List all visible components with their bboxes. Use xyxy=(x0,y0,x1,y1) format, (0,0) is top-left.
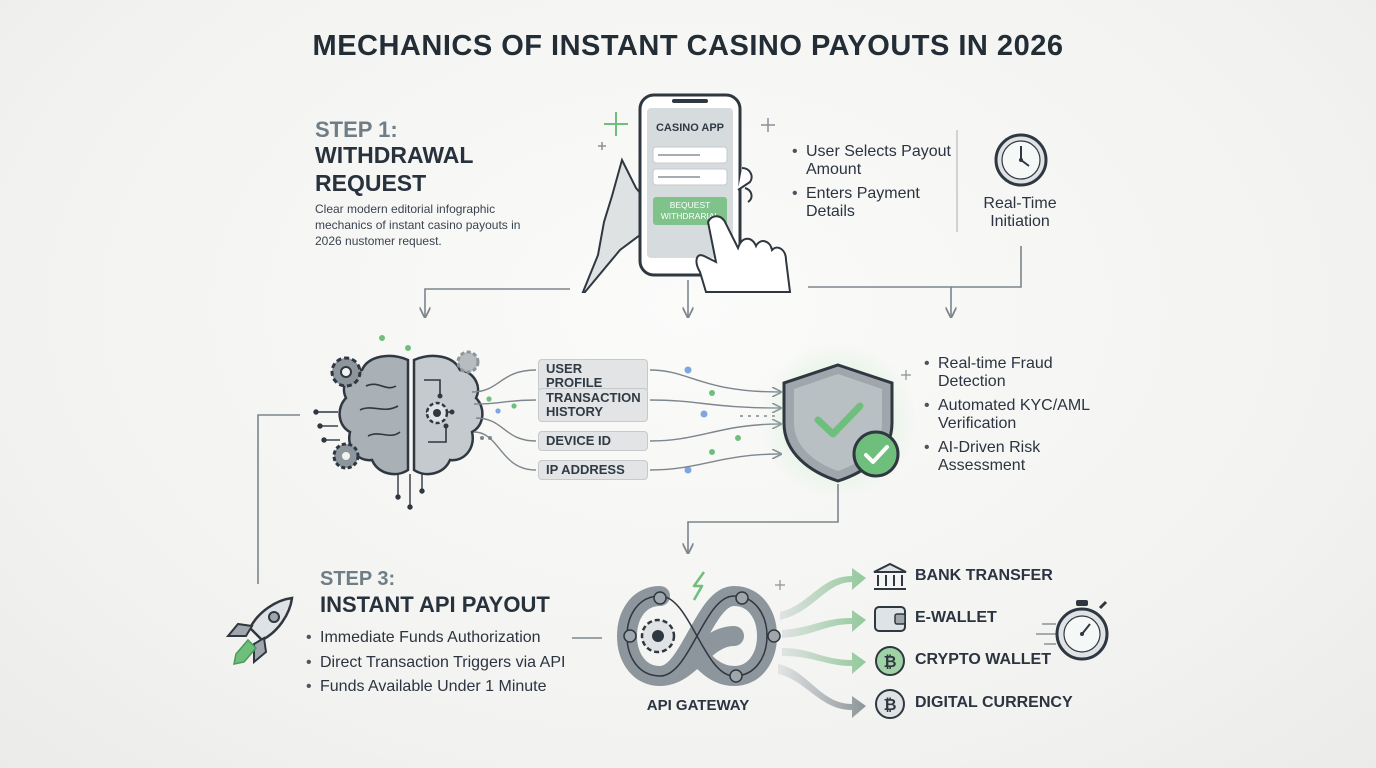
lightning-icon xyxy=(692,571,706,601)
destination-digital-currency: DIGITAL CURRENCY xyxy=(915,694,1073,711)
verification-bullet-list: Real-time Fraud Detection Automated KYC/… xyxy=(924,355,1124,481)
phone-button-line1: BEQUEST xyxy=(670,200,711,210)
data-input-user-profile: USER PROFILE xyxy=(538,359,648,393)
step1-bullet: User Selects Payout Amount xyxy=(792,143,962,179)
step1-label: STEP 1: xyxy=(315,117,398,142)
bitcoin-coin-icon: ₿ xyxy=(875,689,905,719)
wallet-icon xyxy=(874,606,906,632)
stopwatch-icon xyxy=(1036,600,1109,661)
data-input-transaction-history: TRANSACTION HISTORY xyxy=(538,388,648,422)
verification-bullet: AI-Driven Risk Assessment xyxy=(924,439,1124,475)
api-gateway-label: API GATEWAY xyxy=(646,697,750,714)
step3-bullet: Funds Available Under 1 Minute xyxy=(306,675,596,700)
svg-text:₿: ₿ xyxy=(883,695,896,714)
step1-bullet-list: User Selects Payout Amount Enters Paymen… xyxy=(792,143,962,227)
step3-bullet: Direct Transaction Triggers via API xyxy=(306,651,596,676)
rocket-icon xyxy=(225,596,294,665)
sparkle-icon xyxy=(598,142,606,150)
verification-bullet: Real-time Fraud Detection xyxy=(924,355,1124,391)
destination-bank-transfer: BANK TRANSFER xyxy=(915,567,1053,584)
shield-to-gateway-line xyxy=(688,484,839,552)
step3-title: INSTANT API PAYOUT xyxy=(320,592,550,617)
return-line xyxy=(257,414,300,584)
step3-label: STEP 3: xyxy=(320,568,396,590)
realtime-initiation-label: Real-Time Initiation xyxy=(983,195,1057,230)
verification-bullet: Automated KYC/AML Verification xyxy=(924,397,1124,433)
destination-crypto-wallet: CRYPTO WALLET xyxy=(915,651,1051,668)
step1-connector-lines xyxy=(425,246,1022,316)
page-title: MECHANICS OF INSTANT CASINO PAYOUTS IN 2… xyxy=(312,30,1064,62)
phone-hand-icon: CASINO APP BEQUEST WITHDRARIAL xyxy=(581,93,792,293)
phone-app-title: CASINO APP xyxy=(656,122,724,134)
payout-flow-arrows xyxy=(778,568,866,718)
data-input-device-id: DEVICE ID xyxy=(538,431,648,451)
sparkle-icon xyxy=(604,112,628,136)
sparkle-icon xyxy=(761,118,775,132)
step1-description: Clear modern editorial infographic mecha… xyxy=(315,202,521,248)
svg-text:₿: ₿ xyxy=(883,652,896,671)
step3-bullet: Immediate Funds Authorization xyxy=(306,626,596,651)
sparkle-icon xyxy=(775,580,785,590)
api-gateway-icon xyxy=(617,585,781,687)
phone-button-line2: WITHDRARIAL xyxy=(661,211,720,221)
request-withdrawal-button[interactable] xyxy=(653,197,727,225)
bank-icon xyxy=(873,562,907,590)
brain-to-data-lines xyxy=(471,369,537,471)
step3-bullet-list: Immediate Funds Authorization Direct Tra… xyxy=(306,626,596,700)
step1-bullet: Enters Payment Details xyxy=(792,185,962,221)
clock-icon xyxy=(994,133,1048,187)
destination-e-wallet: E-WALLET xyxy=(915,609,997,626)
data-input-ip-address: IP ADDRESS xyxy=(538,460,648,480)
shield-check-icon xyxy=(760,342,916,498)
sparkle-icon xyxy=(901,370,911,380)
data-flow-dots xyxy=(480,366,741,474)
step1-title: WITHDRAWAL REQUEST xyxy=(315,142,474,196)
ai-brain-gears-icon xyxy=(313,335,484,510)
bitcoin-icon: ₿ xyxy=(875,646,905,676)
